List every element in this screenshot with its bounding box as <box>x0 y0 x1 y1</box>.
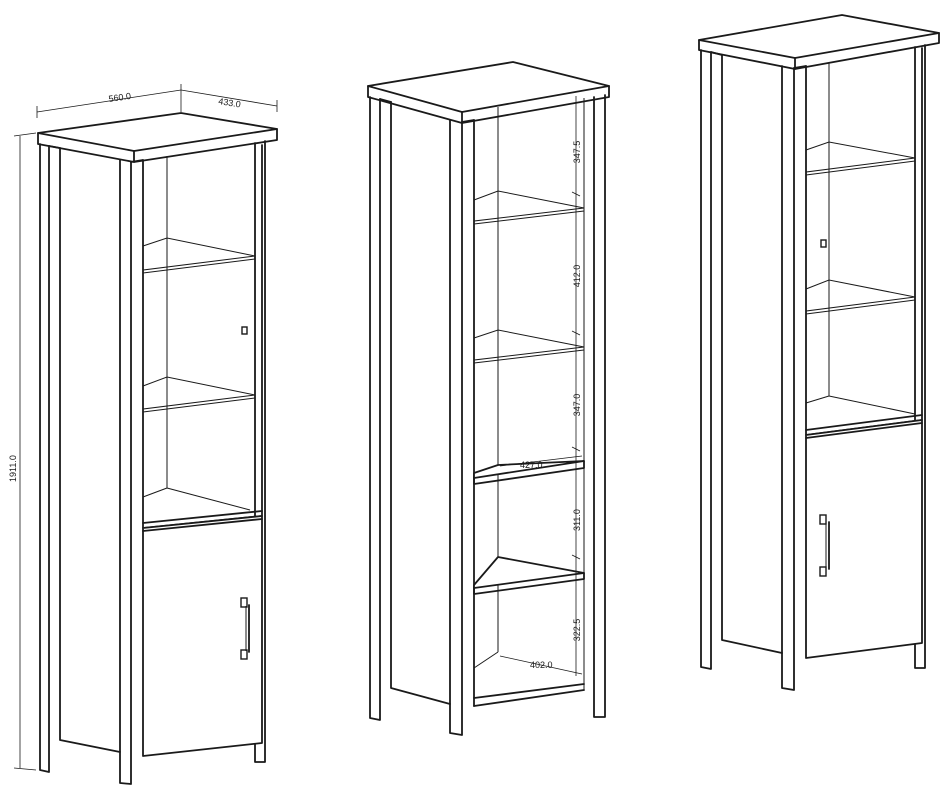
cabinet-left <box>37 112 278 785</box>
dimension-lines <box>13 84 278 771</box>
cabinet-right-front-post <box>781 65 795 691</box>
lock-icon <box>241 326 248 335</box>
cabinet-right-top <box>698 14 940 59</box>
cabinet-left-shelf-2 <box>142 376 256 410</box>
door-handle-icon <box>819 514 830 577</box>
cabinet-left-front-post <box>119 159 132 785</box>
dim-height: 1911.0 <box>8 455 18 482</box>
cabinet-right <box>698 14 940 691</box>
cabinet-middle-top <box>367 61 610 113</box>
cabinet-right-shelf-1 <box>805 141 916 173</box>
dim-width: 560.0 <box>108 91 132 104</box>
dim-depth: 433.0 <box>218 96 242 109</box>
dim-inner-width-bottom: 402.0 <box>530 660 553 670</box>
cabinet-middle-front-post <box>449 119 463 736</box>
cabinet-left-shelf-1 <box>142 237 256 271</box>
dim-gap-2: 412.0 <box>572 265 582 288</box>
dim-gap-4: 311.0 <box>572 509 582 531</box>
cabinet-middle <box>367 61 610 736</box>
dim-gap-5: 322.5 <box>572 619 582 642</box>
dim-gap-3: 347.0 <box>572 394 582 417</box>
dim-gap-1: 347.5 <box>572 141 582 164</box>
cabinet-middle-shelf-4 <box>473 556 585 589</box>
lock-icon <box>820 239 827 248</box>
dim-inner-width-top: 427.0 <box>520 460 543 470</box>
cabinet-left-lower-door <box>142 515 263 757</box>
door-handle-icon <box>240 597 250 660</box>
cabinet-middle-shelf-1 <box>473 190 585 222</box>
inner-dimension-lines <box>499 96 583 676</box>
cabinet-right-lower-door <box>805 419 923 659</box>
cabinet-right-shelf-2 <box>805 279 916 312</box>
cabinet-middle-shelf-2 <box>473 329 585 361</box>
